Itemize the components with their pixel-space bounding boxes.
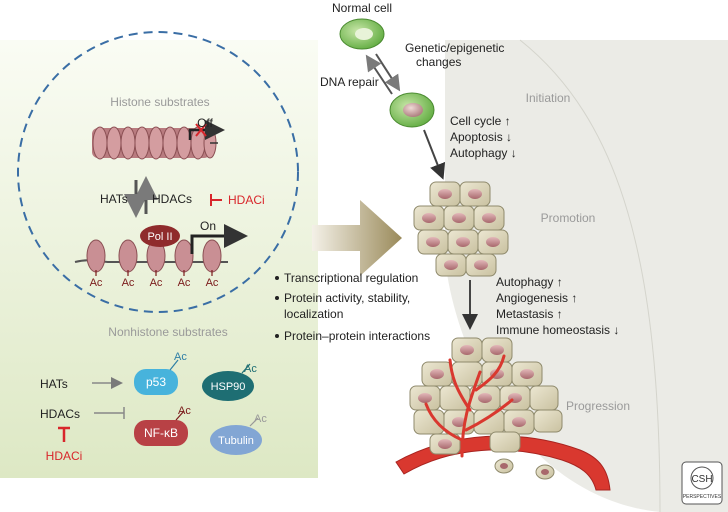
p53-label: p53 bbox=[146, 375, 166, 389]
nonhistone-hdacs-label: HDACs bbox=[40, 407, 80, 421]
tubulin-ac: Ac bbox=[254, 413, 267, 425]
promotion-nuclei bbox=[422, 189, 500, 270]
normal-cell-label: Normal cell bbox=[332, 1, 392, 15]
initiated-cell bbox=[389, 92, 435, 128]
tubulin-protein bbox=[210, 417, 262, 455]
nfkb-protein bbox=[134, 410, 188, 446]
big-transition-arrow bbox=[312, 200, 402, 276]
tumor-vasculature bbox=[424, 354, 514, 458]
logo-text: CSH bbox=[691, 474, 712, 485]
hsp90-label: HSP90 bbox=[211, 381, 246, 393]
initiation-effect-3: Autophagy ↓ bbox=[450, 146, 517, 160]
hats-label: HATs bbox=[100, 192, 128, 206]
hdaci-label: HDACi bbox=[228, 193, 265, 207]
condensed-chromatin bbox=[92, 126, 218, 160]
hsp90-protein bbox=[202, 363, 254, 401]
off-promoter-arrow bbox=[188, 120, 225, 140]
stage-curve bbox=[519, 39, 661, 512]
promotion-effect-1: Autophagy ↑ bbox=[496, 275, 563, 289]
mutation-arrow bbox=[375, 53, 401, 92]
initiation-to-promotion-arrow bbox=[423, 129, 446, 180]
acetyl-marks bbox=[95, 270, 213, 276]
logo-subtext: PERSPECTIVES bbox=[683, 494, 722, 500]
stage-promotion: Promotion bbox=[541, 211, 596, 225]
nonhistone-hdaci-label: HDACi bbox=[46, 449, 83, 463]
promotion-effect-4: Immune homeostasis ↓ bbox=[496, 323, 619, 337]
ac-mark-3: Ac bbox=[150, 277, 163, 289]
nfkb-ac: Ac bbox=[178, 405, 191, 417]
function-protein-interactions: Protein–protein interactions bbox=[284, 329, 430, 343]
nfkb-label: NF-κB bbox=[144, 426, 178, 440]
initiation-effect-2: Apoptosis ↓ bbox=[450, 130, 512, 144]
on-label: On bbox=[200, 219, 216, 233]
ac-mark-2: Ac bbox=[122, 277, 135, 289]
normal-cell bbox=[339, 18, 385, 50]
hdacs-label: HDACs bbox=[152, 192, 192, 206]
dna-repair-label: DNA repair bbox=[320, 75, 379, 89]
genetic-changes-line1: Genetic/epigenetic bbox=[405, 41, 504, 55]
tubulin-label: Tubulin bbox=[218, 435, 254, 447]
promotion-effect-3: Metastasis ↑ bbox=[496, 307, 563, 321]
stage-progression: Progression bbox=[566, 399, 630, 413]
nonhistone-hats-label: HATs bbox=[40, 377, 68, 391]
nonhistone-substrates-title: Nonhistone substrates bbox=[108, 325, 227, 339]
pol-ii-label: Pol II bbox=[147, 231, 172, 243]
nonhistone-hdaci-mark bbox=[58, 426, 70, 442]
ac-mark-5: Ac bbox=[206, 277, 219, 289]
promotion-effect-2: Angiogenesis ↑ bbox=[496, 291, 577, 305]
ac-mark-4: Ac bbox=[178, 277, 191, 289]
histone-substrates-title: Histone substrates bbox=[110, 95, 209, 109]
initiation-effect-1: Cell cycle ↑ bbox=[450, 114, 511, 128]
function-localization: localization bbox=[284, 307, 343, 321]
nucleus-boundary bbox=[17, 31, 299, 313]
function-transcriptional: Transcriptional regulation bbox=[284, 271, 418, 285]
pol-ii bbox=[140, 225, 180, 247]
circulating-cells bbox=[494, 458, 555, 480]
stage-initiation: Initiation bbox=[526, 91, 571, 105]
off-label: Off bbox=[197, 116, 213, 130]
tumor-nuclei bbox=[418, 345, 534, 449]
function-protein-activity: Protein activity, stability, bbox=[284, 291, 410, 305]
repair-arrow bbox=[365, 54, 393, 95]
p53-ac: Ac bbox=[174, 351, 187, 363]
on-promoter-arrow bbox=[190, 224, 248, 254]
genetic-changes-line2: changes bbox=[416, 55, 461, 69]
ac-mark-1: Ac bbox=[90, 277, 103, 289]
nonhistone-hdacs-inhibit bbox=[94, 407, 125, 419]
csh-perspectives-logo bbox=[681, 461, 723, 505]
hsp90-ac: Ac bbox=[244, 363, 257, 375]
p53-protein bbox=[134, 359, 179, 395]
hdaci-inhibition-mark bbox=[210, 194, 222, 206]
function-list bbox=[275, 276, 279, 338]
